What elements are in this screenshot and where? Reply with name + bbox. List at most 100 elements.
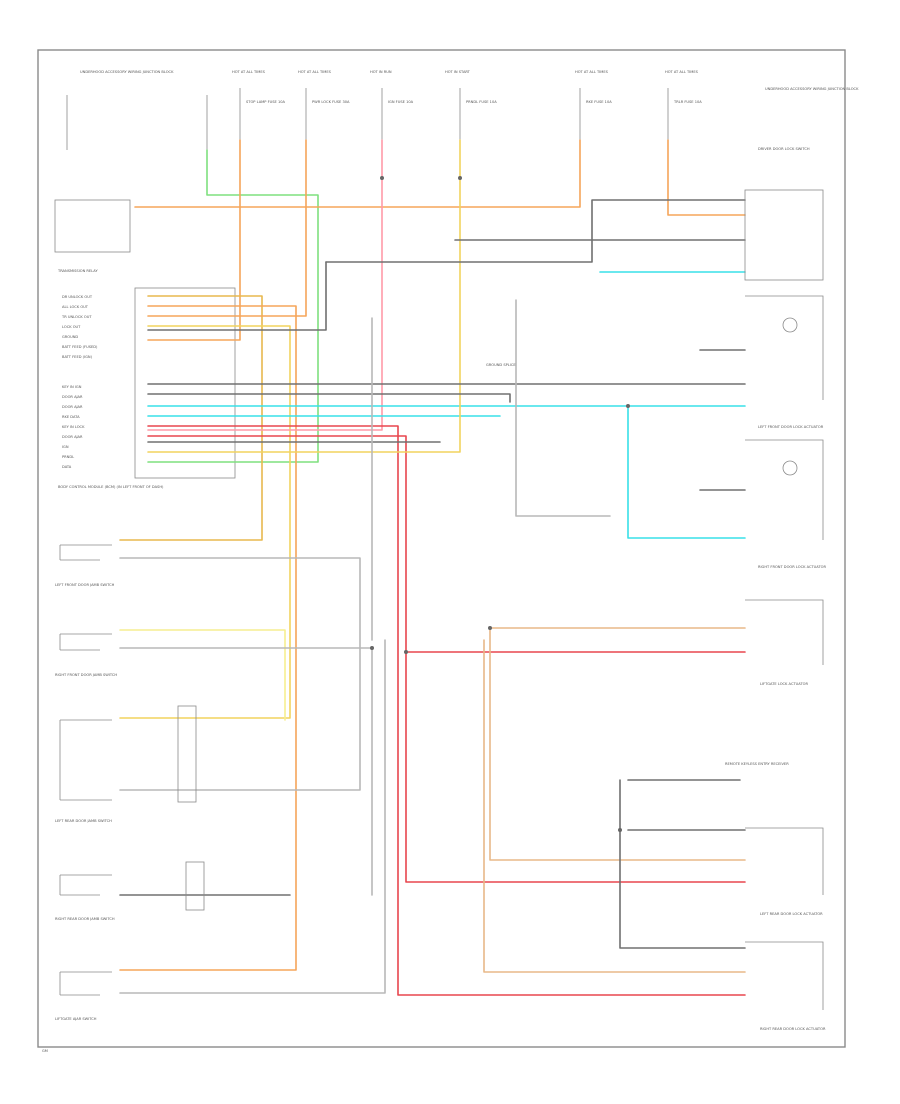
- wire-orange: [147, 139, 241, 341]
- motor-symbol: [782, 317, 798, 333]
- footer-label: GM: [42, 1049, 48, 1053]
- fuse-name-1: STOP LAMP FUSE 10A: [246, 100, 286, 104]
- wire-red: [147, 425, 746, 996]
- fuse-name-4: PRNDL FUSE 10A: [466, 100, 497, 104]
- wire-group: [119, 139, 746, 996]
- bcm-pin: BATT FEED (IGN): [62, 355, 93, 359]
- bcm-pin-list: DR UNLOCK OUT ALL LOCK OUT TR UNLOCK OUT…: [61, 295, 98, 469]
- transmission-relay: TRANSMISSION RELAY: [54, 199, 131, 273]
- fuse-label-1: HOT AT ALL TIMES: [232, 70, 266, 74]
- bcm-pin: DATA: [62, 465, 72, 469]
- wire-pink: [147, 139, 383, 431]
- fuse-label-4: HOT IN START: [445, 70, 471, 74]
- switch-label: RIGHT FRONT DOOR JAMB SWITCH: [55, 673, 117, 677]
- switch-symbol: [59, 874, 112, 896]
- splice-dot: [626, 404, 630, 408]
- wire-gray: [325, 199, 746, 263]
- splice-dot: [380, 176, 384, 180]
- fuse-stubs: STOP LAMP FUSE 10A PWR LOCK FUSE 30A IGN…: [66, 88, 702, 150]
- wire-gray: [147, 393, 511, 403]
- wire-red: [147, 435, 746, 883]
- wire-light-gray: [515, 299, 611, 517]
- wire-light-gray: [119, 639, 386, 994]
- wire-orange: [147, 139, 307, 317]
- right-components: DRIVER DOOR LOCK SWITCH LEFT FRONT DOOR …: [486, 147, 827, 1031]
- splice-dot: [618, 828, 622, 832]
- bcm-pin: DOOR AJAR: [62, 405, 83, 409]
- fuse-label-0: UNDERHOOD ACCESSORY WIRING JUNCTION BLOC…: [80, 70, 174, 74]
- body-control-module: BODY CONTROL MODULE (BCM) (IN LEFT FRONT…: [58, 287, 236, 489]
- fuse-labels: UNDERHOOD ACCESSORY WIRING JUNCTION BLOC…: [80, 70, 859, 91]
- fuse-label-5: HOT AT ALL TIMES: [575, 70, 609, 74]
- actuator-box: [745, 827, 824, 895]
- bcm-pin: ALL LOCK OUT: [62, 305, 89, 309]
- left-switches: LEFT FRONT DOOR JAMB SWITCH RIGHT FRONT …: [55, 544, 117, 1021]
- fuse-label-7: UNDERHOOD ACCESSORY WIRING JUNCTION BLOC…: [765, 87, 859, 91]
- bcm-box: [134, 287, 236, 479]
- wire-gray: [147, 261, 327, 331]
- motor-symbol: [782, 460, 798, 476]
- component-label: RIGHT REAR DOOR LOCK ACTUATOR: [760, 1027, 826, 1031]
- switch-symbol: [59, 971, 112, 996]
- wire-gray: [619, 779, 746, 949]
- component-label: LIFTGATE LOCK ACTUATOR: [760, 682, 808, 686]
- bcm-pin: BATT FEED (FUSED): [62, 345, 98, 349]
- fuse-name-6: RKE FUSE 10A: [586, 100, 612, 104]
- fuse-name-7: TRLR FUSE 10A: [673, 100, 702, 104]
- fuse-label-3: HOT IN RUN: [370, 70, 392, 74]
- connector-splice: [185, 861, 205, 911]
- splice-dot: [488, 626, 492, 630]
- actuator-box: [745, 599, 824, 665]
- actuator-box: [745, 439, 824, 540]
- component-label: LEFT FRONT DOOR LOCK ACTUATOR: [758, 425, 824, 429]
- component-label: LEFT REAR DOOR LOCK ACTUATOR: [760, 912, 823, 916]
- fuse-label-6: HOT AT ALL TIMES: [665, 70, 699, 74]
- switch-label: LEFT REAR DOOR JAMB SWITCH: [55, 819, 112, 823]
- fuse-label-2: HOT AT ALL TIMES: [298, 70, 332, 74]
- relay-label: TRANSMISSION RELAY: [57, 269, 98, 273]
- wire-yellow: [119, 325, 291, 719]
- wire-tan: [483, 639, 746, 973]
- bcm-pin: DOOR AJAR: [62, 435, 83, 439]
- wire-orange: [667, 139, 746, 216]
- receiver-label: REMOTE KEYLESS ENTRY RECEIVER: [725, 762, 789, 766]
- actuator-box: [745, 941, 824, 1010]
- bcm-pin: RKE DATA: [62, 415, 80, 419]
- switch-symbol: [59, 633, 112, 651]
- wire-orange: [119, 305, 297, 971]
- bcm-pin: PRNDL: [62, 455, 74, 459]
- switch-label: LIFTGATE AJAR SWITCH: [55, 1017, 97, 1021]
- wire-gold: [119, 295, 263, 541]
- component-label: RIGHT FRONT DOOR LOCK ACTUATOR: [758, 565, 827, 569]
- bcm-pin: LOCK OUT: [62, 325, 81, 329]
- fuse-name-3: IGN FUSE 10A: [388, 100, 414, 104]
- bcm-pin: DR UNLOCK OUT: [62, 295, 93, 299]
- connector-markers: [177, 176, 630, 911]
- switch-symbol: [59, 719, 112, 801]
- bcm-pin: KEY IN IGN: [62, 385, 82, 389]
- splice-dot: [458, 176, 462, 180]
- diagram-frame: [37, 49, 846, 1048]
- bcm-pin: GROUND: [62, 335, 78, 339]
- bcm-label: BODY CONTROL MODULE (BCM) (IN LEFT FRONT…: [58, 485, 164, 489]
- wire-light-gray: [119, 647, 373, 896]
- wire-light-yellow: [119, 629, 286, 721]
- relay-box: [54, 199, 131, 253]
- wire-tan: [489, 627, 746, 861]
- wire-light-gray: [119, 557, 361, 791]
- switch-symbol: [59, 544, 112, 561]
- component-label: DRIVER DOOR LOCK SWITCH: [758, 147, 810, 151]
- bcm-pin: DOOR AJAR: [62, 395, 83, 399]
- splice-dot: [370, 646, 374, 650]
- ground-splice-label: GROUND SPLICE: [486, 363, 516, 367]
- splice-dot: [404, 650, 408, 654]
- connector-splice: [177, 705, 197, 803]
- wire-yellow: [147, 139, 461, 453]
- wire-orange: [134, 139, 581, 208]
- switch-label: RIGHT REAR DOOR JAMB SWITCH: [55, 917, 115, 921]
- fuse-name-2: PWR LOCK FUSE 30A: [312, 100, 350, 104]
- wire-cyan: [147, 405, 746, 539]
- driver-lock-switch-box: [744, 189, 824, 281]
